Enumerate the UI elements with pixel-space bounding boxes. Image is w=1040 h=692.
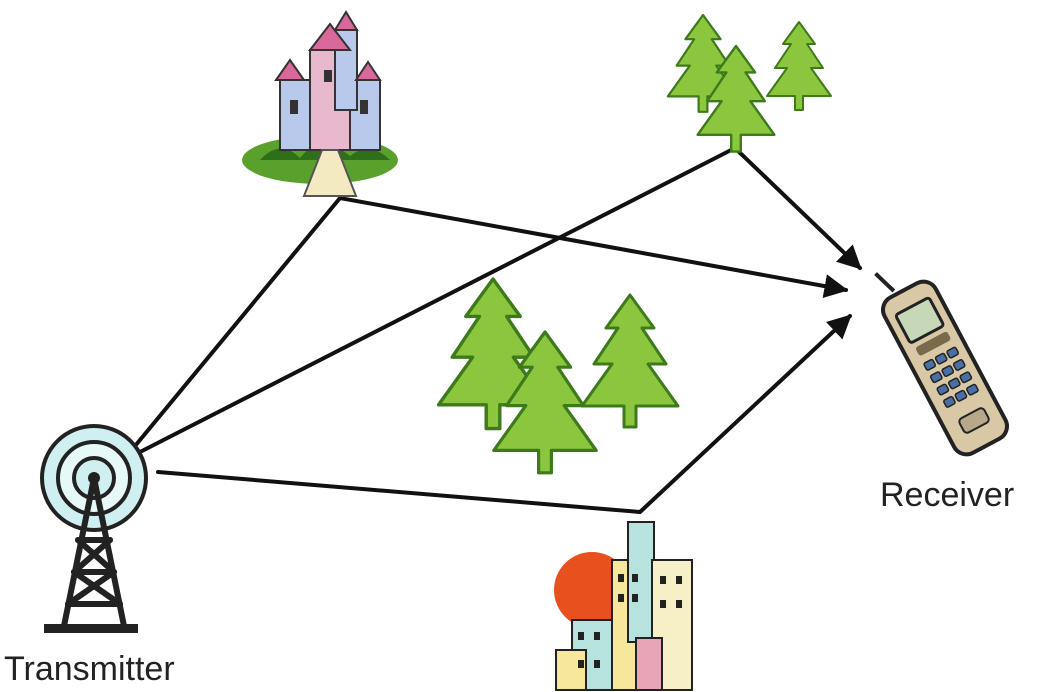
transmitter-label: Transmitter — [4, 650, 175, 688]
radio-tower-icon — [40, 424, 148, 633]
pine-trees-top — [666, 13, 832, 153]
city-buildings-icon — [554, 521, 693, 691]
ray-via-castle — [133, 195, 849, 448]
pine-trees-center — [436, 277, 680, 475]
receiver-label: Receiver — [880, 476, 1015, 514]
castle-icon — [242, 10, 398, 197]
mobile-phone-icon — [874, 272, 1009, 457]
ray-via-city — [156, 314, 852, 515]
